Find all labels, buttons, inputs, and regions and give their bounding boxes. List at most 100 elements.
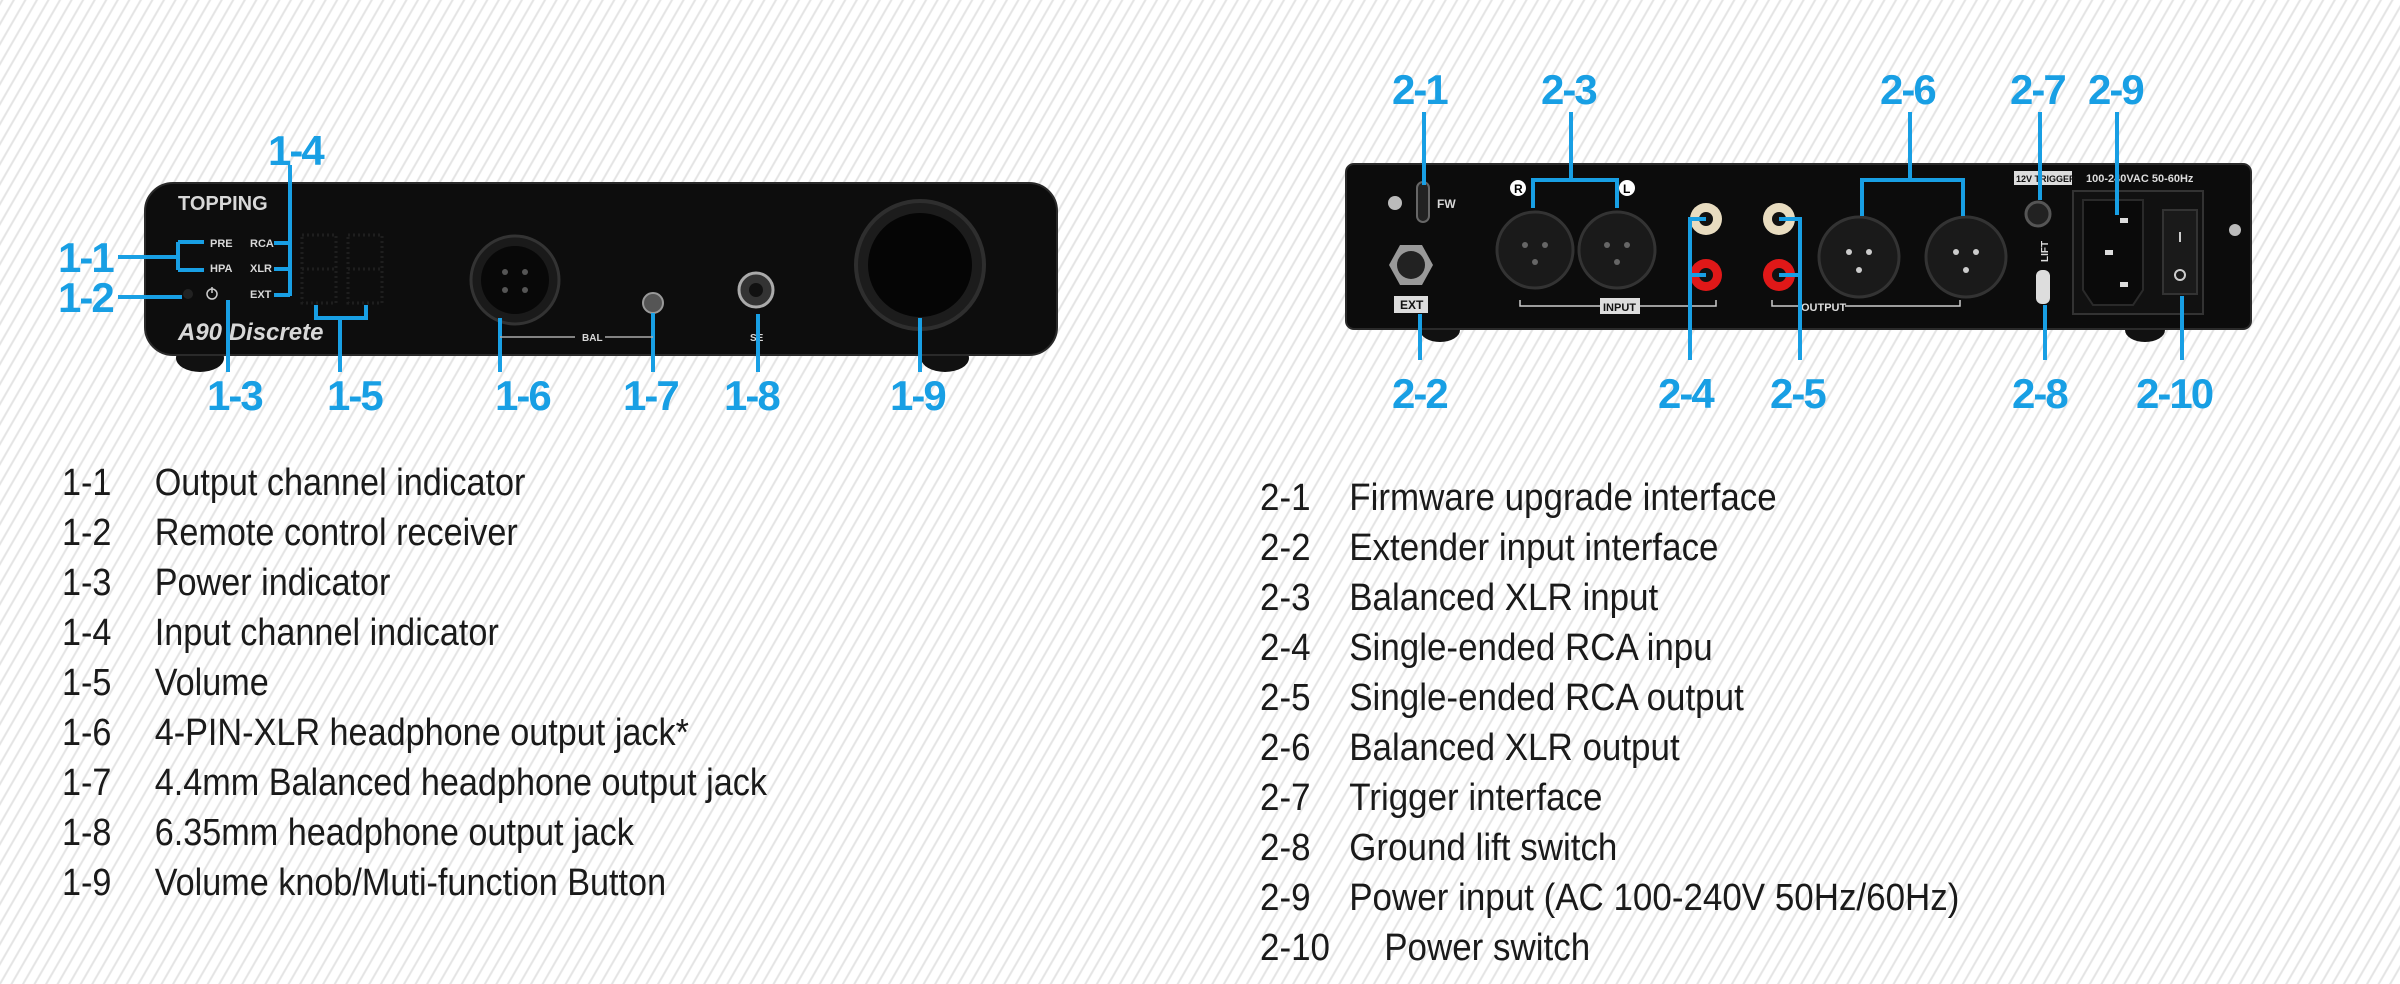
hpa-indicator-label: HPA bbox=[210, 263, 232, 275]
pre-indicator-label: PRE bbox=[210, 238, 233, 250]
legend-number: 1-6 bbox=[62, 712, 112, 754]
ground-lift-switch[interactable] bbox=[2036, 270, 2050, 304]
legend-text: Firmware upgrade interface bbox=[1349, 477, 1777, 519]
trigger-label: 12V TRIGGER bbox=[2016, 174, 2076, 184]
callout-2-4: 2-4 bbox=[1658, 370, 1715, 417]
volume-knob[interactable] bbox=[854, 199, 986, 331]
l-badge-text: L bbox=[1623, 182, 1630, 196]
usb-c-firmware-port[interactable] bbox=[1416, 181, 1430, 223]
remote-receiver-icon bbox=[183, 289, 193, 299]
output-label: OUTPUT bbox=[1801, 302, 1847, 314]
callout-2-6: 2-6 bbox=[1880, 66, 1935, 113]
legend-text: Ground lift switch bbox=[1349, 827, 1618, 869]
xlr-input-left[interactable] bbox=[1577, 210, 1657, 290]
callout-2-9: 2-9 bbox=[2088, 66, 2143, 113]
callout-2-5: 2-5 bbox=[1770, 370, 1826, 417]
callout-1-4: 1-4 bbox=[268, 127, 325, 174]
screw-icon bbox=[1388, 196, 1402, 210]
screw-icon bbox=[2229, 224, 2241, 236]
callout-1-9: 1-9 bbox=[890, 372, 945, 419]
xlr-4pin-headphone-jack[interactable] bbox=[469, 234, 561, 326]
input-label-box bbox=[1600, 298, 1640, 314]
legend-number: 1-2 bbox=[62, 512, 112, 554]
callout-1-2: 1-2 bbox=[58, 274, 113, 321]
legend-text: Trigger interface bbox=[1349, 777, 1603, 819]
volume-display bbox=[300, 233, 384, 305]
balanced-4-4mm-jack[interactable] bbox=[642, 292, 664, 314]
legend-text: Balanced XLR input bbox=[1349, 577, 1659, 619]
bal-label: BAL bbox=[582, 333, 603, 344]
front-panel: TOPPING PRE HPA RCA XLR EXT A90 Discrete… bbox=[144, 182, 1058, 372]
output-bracket bbox=[1771, 300, 1961, 307]
legend-text: Balanced XLR output bbox=[1349, 727, 1680, 769]
power-rating-label: 100-240VAC 50-60Hz bbox=[2086, 173, 2194, 185]
power-rocker-switch[interactable] bbox=[2162, 209, 2198, 295]
brand-logo: TOPPING bbox=[178, 193, 268, 215]
ext-label-box bbox=[1394, 296, 1428, 313]
power-indicator-icon bbox=[206, 287, 218, 300]
xlr-input-right[interactable] bbox=[1495, 210, 1575, 290]
legend-text: Extender input interface bbox=[1349, 527, 1719, 569]
legend-number: 1-3 bbox=[62, 562, 112, 604]
lift-label: LIFT bbox=[2040, 241, 2051, 262]
front-leader-lines bbox=[118, 165, 922, 372]
ext-indicator-label: EXT bbox=[250, 289, 272, 301]
callout-1-6: 1-6 bbox=[495, 372, 550, 419]
legend-number: 2-2 bbox=[1260, 527, 1311, 569]
xlr-output-left[interactable] bbox=[1924, 215, 2008, 299]
legend-number: 2-7 bbox=[1260, 777, 1311, 819]
callout-2-7: 2-7 bbox=[2010, 66, 2065, 113]
legend-number: 1-5 bbox=[62, 662, 112, 704]
legend-number: 1-8 bbox=[62, 812, 112, 854]
legend-text: Power input (AC 100-240V 50Hz/60Hz) bbox=[1349, 877, 1960, 919]
callout-1-5: 1-5 bbox=[327, 372, 383, 419]
fw-label: FW bbox=[1437, 197, 1456, 211]
legend-number: 1-4 bbox=[62, 612, 112, 654]
legend-text: Power switch bbox=[1384, 927, 1591, 969]
trigger-label-box bbox=[2014, 171, 2072, 185]
back-leader-lines bbox=[1418, 112, 2184, 360]
l-badge bbox=[1619, 180, 1635, 196]
model-name: A90 Discrete bbox=[177, 319, 323, 346]
legend-text: Single-ended RCA inpu bbox=[1349, 627, 1713, 669]
legend-number: 2-9 bbox=[1260, 877, 1311, 919]
front-chassis bbox=[144, 182, 1058, 356]
ext-connector[interactable] bbox=[1389, 245, 1433, 285]
legend-text: Output channel indicator bbox=[154, 462, 526, 504]
callout-2-10: 2-10 bbox=[2136, 370, 2213, 417]
xlr-output-right[interactable] bbox=[1817, 215, 1901, 299]
legend-text: Remote control receiver bbox=[154, 512, 518, 554]
legend-text: 6.35mm headphone output jack bbox=[154, 812, 634, 854]
input-bracket bbox=[1519, 300, 1717, 307]
callout-2-3: 2-3 bbox=[1541, 66, 1596, 113]
legend-number: 2-8 bbox=[1260, 827, 1311, 869]
legend-text: Power indicator bbox=[154, 562, 391, 604]
legend-number: 2-4 bbox=[1260, 627, 1311, 669]
trigger-jack[interactable] bbox=[2024, 200, 2052, 228]
legend-number: 1-7 bbox=[62, 762, 112, 804]
legend-text: Input channel indicator bbox=[154, 612, 499, 654]
xlr-indicator-label: XLR bbox=[250, 263, 272, 275]
legend-text: Single-ended RCA output bbox=[1349, 677, 1744, 719]
r-badge-text: R bbox=[1514, 182, 1523, 196]
callout-1-8: 1-8 bbox=[724, 372, 780, 419]
legend-text: 4-PIN-XLR headphone output jack* bbox=[154, 712, 689, 754]
front-callouts: 1-1 1-2 1-3 1-4 1-5 1-6 1-7 1-8 1-9 bbox=[58, 127, 947, 419]
input-label: INPUT bbox=[1603, 302, 1636, 314]
legend-number: 2-1 bbox=[1260, 477, 1311, 519]
callout-1-1: 1-1 bbox=[58, 234, 114, 281]
callout-1-7: 1-7 bbox=[623, 372, 678, 419]
legend-number: 2-10 bbox=[1260, 927, 1330, 969]
iec-power-inlet[interactable] bbox=[2082, 199, 2144, 306]
rca-indicator-label: RCA bbox=[250, 238, 274, 250]
back-callouts: 2-1 2-2 2-3 2-4 2-5 2-6 2-7 2-8 2-9 2-10 bbox=[1392, 66, 2215, 417]
legend-text: Volume bbox=[154, 662, 269, 704]
r-badge bbox=[1510, 180, 1526, 196]
ext-label: EXT bbox=[1400, 298, 1424, 312]
legend-number: 2-6 bbox=[1260, 727, 1311, 769]
6-35mm-headphone-jack[interactable] bbox=[737, 271, 775, 309]
legend-text: Volume knob/Muti-function Button bbox=[154, 862, 667, 904]
legend-number: 1-9 bbox=[62, 862, 112, 904]
callout-2-1: 2-1 bbox=[1392, 66, 1448, 113]
